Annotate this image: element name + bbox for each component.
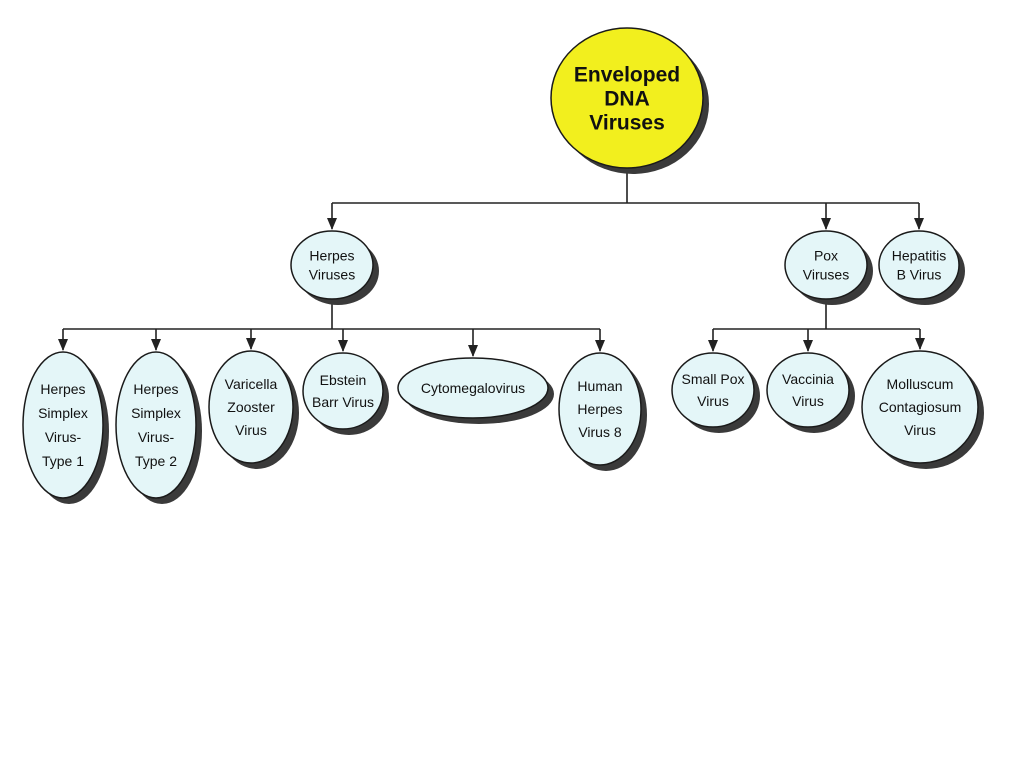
node-ellipse — [766, 352, 850, 428]
node-ellipse — [22, 351, 104, 499]
node-label-line: Hepatitis — [892, 248, 946, 264]
node-label-line: Herpes — [309, 248, 354, 264]
node-ellipse — [115, 351, 197, 499]
node-label-line: Virus- — [138, 429, 175, 445]
node-label-line: Ebstein — [320, 372, 367, 388]
node-ellipse — [671, 352, 755, 428]
node-hepatitis-b: Hepatitis B Virus — [878, 230, 965, 305]
node-label-line: Virus — [697, 393, 729, 409]
node-label-line: Cytomegalovirus — [421, 380, 525, 396]
node-label-line: Varicella — [225, 376, 278, 392]
node-label-line: Contagiosum — [879, 399, 962, 415]
node-label-line: Virus — [235, 422, 267, 438]
node-label-line: Simplex — [38, 405, 88, 421]
node-label-line: Human — [577, 378, 622, 394]
node-label-line: Viruses — [803, 267, 849, 283]
node-ellipse — [558, 352, 642, 466]
node-label-line: Viruses — [589, 112, 665, 135]
node-label-line: Virus — [792, 393, 824, 409]
node-label-line: Molluscum — [887, 376, 954, 392]
node-label-line: Virus 8 — [578, 424, 622, 440]
node-label-line: B Virus — [897, 267, 942, 283]
node-ellipse — [861, 350, 979, 464]
node-ellipse — [208, 350, 294, 464]
node-ellipse — [878, 230, 960, 300]
node-ellipse — [290, 230, 374, 300]
node-label-line: Virus- — [45, 429, 82, 445]
node-label-line: Small Pox — [681, 371, 744, 387]
node-ellipse — [302, 352, 384, 430]
node-label-line: Pox — [814, 248, 838, 264]
node-label-line: Vaccinia — [782, 371, 834, 387]
nodes: EnvelopedDNAVirusesHerpesVirusesHerpesSi… — [22, 27, 984, 504]
node-cytomegalovirus: Cytomegalovirus — [397, 357, 554, 424]
node-label-line: Type 2 — [135, 453, 177, 469]
node-label-line: Viruses — [309, 267, 355, 283]
node-label-line: DNA — [604, 88, 650, 111]
node-label-line: Zooster — [227, 399, 275, 415]
node-label-line: Herpes — [577, 401, 622, 417]
node-label-line: Type 1 — [42, 453, 84, 469]
node-label-line: Barr Virus — [312, 394, 374, 410]
node-label-line: Simplex — [131, 405, 181, 421]
node-ellipse — [397, 357, 549, 419]
node-label-line: Virus — [904, 422, 936, 438]
node-label-line: Herpes — [40, 381, 85, 397]
node-label-line: Herpes — [133, 381, 178, 397]
node-label-line: Enveloped — [574, 64, 680, 87]
node-ellipse — [784, 230, 868, 300]
node-ellipse — [550, 27, 704, 169]
